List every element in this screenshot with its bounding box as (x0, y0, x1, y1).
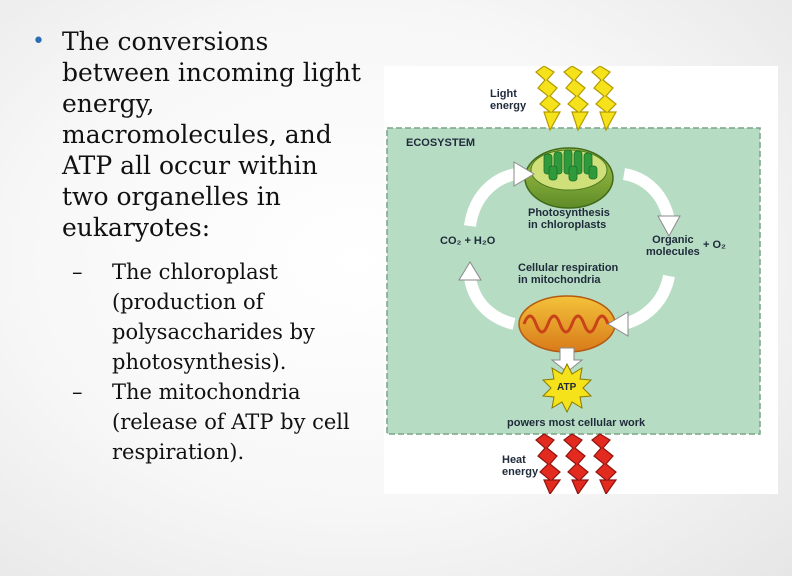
main-bullet-text: The conversions between incoming light e… (62, 27, 361, 242)
light-energy-bolts-icon (535, 66, 618, 132)
bullet-list: • The conversions between incoming light… (28, 26, 368, 467)
atp-starburst-icon (541, 362, 593, 414)
photosynthesis-line-2: in chloroplasts (528, 219, 607, 231)
atp-label: ATP (557, 382, 577, 393)
organic-molecules-label: Organic molecules (646, 234, 700, 258)
heat-energy-bolts-icon (535, 433, 618, 494)
cycle-arrowheads (458, 161, 681, 337)
photosynthesis-label: Photosynthesis in chloroplasts (528, 207, 610, 231)
cycle-arrows (464, 168, 675, 330)
co2-h2o-label: CO₂ + H₂O (440, 235, 496, 247)
heat-energy-label: Heat energy (502, 454, 538, 478)
organic-line-2: molecules (646, 246, 700, 258)
energy-label-line: energy (490, 100, 527, 112)
o2-label: + O₂ (703, 239, 726, 251)
ecosystem-label: ECOSYSTEM (406, 137, 476, 149)
bullet-dot-icon: • (32, 29, 45, 54)
respiration-label: Cellular respiration in mitochondria (518, 262, 618, 286)
energy-flow-figure: Light energy ECOSYSTEM Photosynthesis in… (384, 66, 778, 494)
sub-bullet-text: The chloroplast (production of polysacch… (112, 260, 315, 374)
chloroplast-icon (524, 147, 614, 209)
respiration-line-1: Cellular respiration (518, 262, 619, 274)
light-label-line: Light (490, 88, 517, 100)
sub-bullet-text: The mitochondria (release of ATP by cell… (112, 380, 350, 464)
down-arrow-icon (550, 347, 584, 373)
heat-label-line: Heat (502, 454, 526, 466)
powers-work-label: powers most cellular work (507, 417, 646, 429)
dash-icon: – (72, 380, 83, 404)
main-bullet: • The conversions between incoming light… (28, 26, 368, 243)
heat-energy-label-line: energy (502, 466, 539, 478)
mitochondrion-icon (518, 295, 616, 353)
energy-flow-diagram (386, 66, 761, 494)
sub-bullet-mitochondria: – The mitochondria (release of ATP by ce… (28, 377, 368, 467)
organic-line-1: Organic (652, 234, 694, 246)
light-energy-label: Light energy (490, 88, 526, 112)
dash-icon: – (72, 260, 83, 284)
respiration-line-2: in mitochondria (518, 274, 601, 286)
sub-bullet-chloroplast: – The chloroplast (production of polysac… (28, 257, 368, 377)
photosynthesis-line-1: Photosynthesis (528, 207, 610, 219)
